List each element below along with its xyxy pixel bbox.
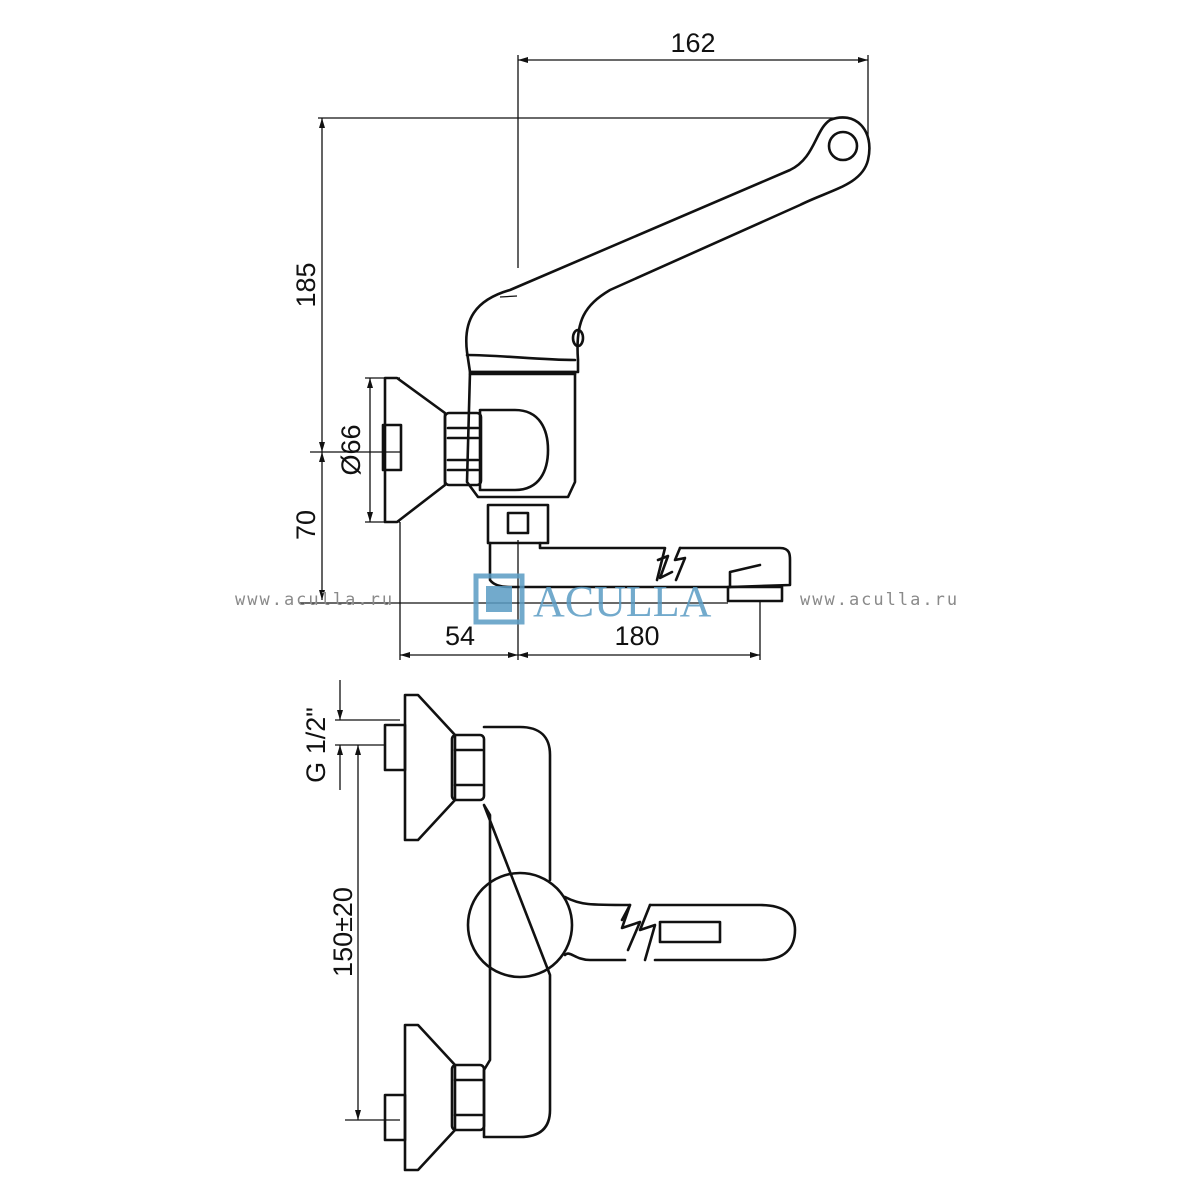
inlet-spacing-label: 150±20 [328, 887, 358, 977]
front-body [482, 725, 552, 1139]
dimension-offsets: 54 180 [300, 522, 761, 660]
dim-185-label: 185 [291, 262, 321, 307]
wall-flange [381, 376, 447, 524]
dim-diameter-label: Ø66 [336, 424, 366, 475]
lever-handle [464, 116, 871, 374]
thread-label: G 1/2" [301, 707, 331, 783]
handle-hole [827, 130, 859, 162]
dim-70-label: 70 [291, 510, 321, 540]
dim-180-label: 180 [614, 621, 659, 651]
lever-hub [466, 871, 574, 979]
dimension-flange-diameter: Ø66 [336, 377, 400, 523]
aculla-logo: ACULLA [473, 573, 712, 626]
mixer-body [465, 370, 577, 499]
bottom-inlet [383, 1023, 486, 1172]
front-spout [563, 895, 797, 962]
dimension-handle-reach: 162 [517, 28, 869, 268]
connection-nut [443, 411, 483, 487]
dim-162-label: 162 [670, 28, 715, 58]
logo-text: ACULLA [533, 577, 712, 626]
top-inlet [383, 693, 486, 842]
dim-54-label: 54 [445, 621, 475, 651]
front-view: G 1/2" 150±20 [301, 680, 797, 1172]
watermark-right: www.aculla.ru [800, 590, 960, 610]
dimension-heights: 185 70 [291, 117, 845, 600]
side-view: 162 185 70 Ø66 [291, 28, 871, 660]
watermark-left: www.aculla.ru [235, 590, 395, 610]
